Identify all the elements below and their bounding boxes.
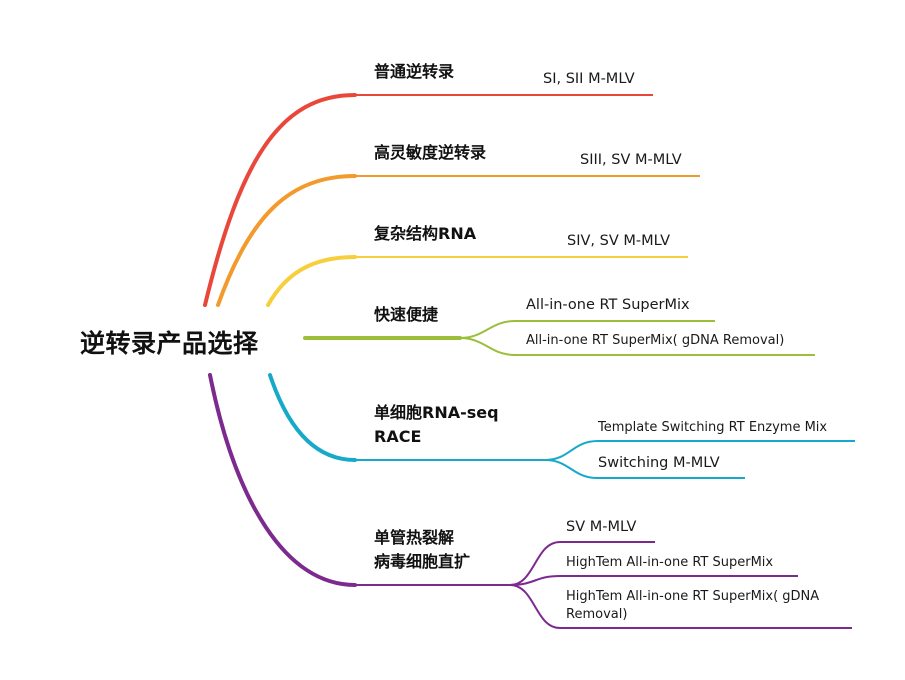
connector-cyan (268, 373, 357, 462)
connector-purple (208, 373, 357, 587)
leaf-5-2: Switching M-MLV (598, 455, 720, 471)
fork-purple-3 (509, 584, 852, 629)
branch-label-6b: 病毒细胞直扩 (374, 552, 471, 571)
branch-label-1: 普通逆转录 (374, 62, 455, 81)
leaf-5-1: Template Switching RT Enzyme Mix (598, 420, 828, 435)
connector-orange (216, 174, 357, 307)
branch-label-5a: 单细胞RNA-seq (374, 403, 499, 422)
leaf-1-1: SI, SII M-MLV (543, 71, 635, 87)
connector-yellow (266, 255, 357, 307)
root-node: 逆转录产品选择 (80, 329, 259, 358)
branch-label-4: 快速便捷 (374, 305, 439, 324)
leaf-4-2: All-in-one RT SuperMix( gDNA Removal) (526, 333, 785, 348)
leaf-6-3: HighTem All-in-one RT SuperMix( gDNA Rem… (566, 589, 820, 622)
leaf-2-1: SIII, SV M-MLV (580, 152, 682, 168)
leaf-6-1: SV M-MLV (566, 519, 637, 535)
branch-label-2: 高灵敏度逆转录 (374, 143, 487, 162)
fork-green-1 (459, 320, 715, 339)
leaf-6-2: HighTem All-in-one RT SuperMix (566, 555, 774, 570)
branch-label-6a: 单管热裂解 (374, 528, 455, 547)
fork-cyan-2 (544, 459, 745, 479)
fork-purple-2 (509, 575, 798, 586)
leaf-4-1: All-in-one RT SuperMix (526, 297, 690, 313)
connector-red (203, 93, 357, 307)
leaf-3-1: SIV, SV M-MLV (567, 233, 671, 249)
fork-green-2 (459, 337, 815, 356)
fork-cyan-1 (544, 440, 855, 461)
branch-label-3: 复杂结构RNA (374, 224, 477, 243)
fork-purple-1 (509, 541, 655, 586)
branch-label-5b: RACE (374, 427, 422, 446)
